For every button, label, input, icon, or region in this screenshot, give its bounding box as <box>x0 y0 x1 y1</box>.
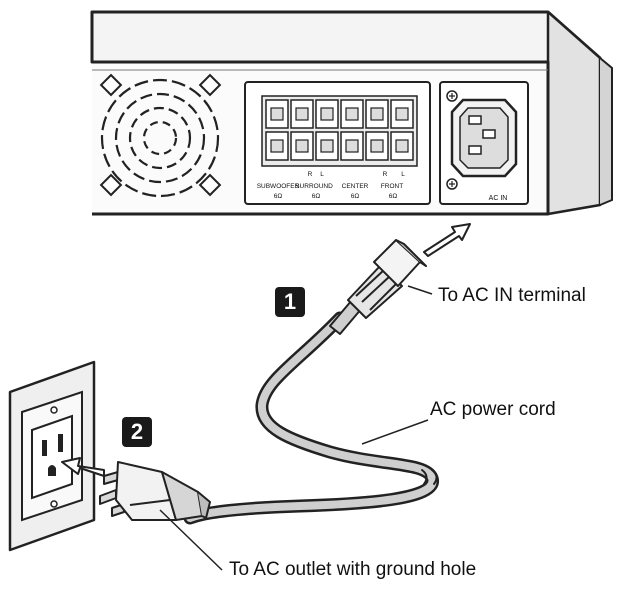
terminal-clip <box>320 139 334 153</box>
iec-connector <box>329 239 427 335</box>
center-label: CENTER <box>342 183 369 190</box>
terminal-clip <box>370 107 384 121</box>
ac-in-socket: AC IN <box>439 81 529 205</box>
front-l-label: L <box>401 171 405 178</box>
speaker-terminal-panel: R L R L SUBWOOFER SURROUND CENTER FRONT … <box>244 81 431 205</box>
wall-outlet <box>8 360 96 552</box>
terminal-clip <box>320 107 334 121</box>
terminal-clip <box>270 139 284 153</box>
leader-ac-in <box>407 285 433 295</box>
leader-ac-outlet <box>159 509 223 571</box>
terminal-clip <box>345 107 359 121</box>
leader-lines <box>159 285 433 571</box>
terminal-clip <box>345 139 359 153</box>
surround-ohm: 6Ω <box>312 193 321 200</box>
front-label: FRONT <box>381 183 403 190</box>
center-ohm: 6Ω <box>351 193 360 200</box>
three-prong-plug <box>99 461 211 521</box>
terminal-clip <box>295 107 309 121</box>
power-cord <box>183 311 439 525</box>
ac-outlet-callout: To AC outlet with ground hole <box>229 559 477 580</box>
terminal-clip <box>395 139 409 153</box>
surround-r-label: R <box>308 171 313 178</box>
insert-arrow-outlet <box>61 457 105 477</box>
surround-l-label: L <box>320 171 324 178</box>
terminal-clip <box>295 139 309 153</box>
insert-arrow-ac-in <box>423 223 471 257</box>
front-ohm: 6Ω <box>389 193 398 200</box>
fan-grille <box>99 73 222 198</box>
surround-label: SURROUND <box>295 183 333 190</box>
terminal-clip <box>270 107 284 121</box>
terminal-clip <box>395 107 409 121</box>
leader-power-cord <box>361 419 429 445</box>
ac-in-terminal-callout: To AC IN terminal <box>438 285 586 306</box>
step-1-badge: 1 <box>275 287 305 317</box>
subwoofer-ohm: 6Ω <box>274 193 283 200</box>
power-cord-callout: AC power cord <box>430 399 556 420</box>
front-r-label: R <box>383 171 388 178</box>
step-2-badge: 2 <box>122 417 152 447</box>
ac-in-label: AC IN <box>489 195 508 202</box>
terminal-clip <box>370 139 384 153</box>
subwoofer-label: SUBWOOFER <box>257 183 300 190</box>
